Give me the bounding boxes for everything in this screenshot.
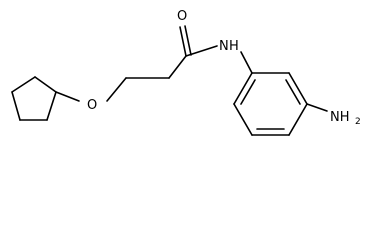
oxygen-to-ch2-bond <box>106 77 127 102</box>
ring-bond <box>11 76 36 93</box>
amide-hydrogen-label: H <box>229 39 239 54</box>
amine-group-label: NH <box>330 110 350 125</box>
ring-to-amine-bond <box>306 103 328 112</box>
ring-to-oxygen-bond <box>55 91 80 102</box>
amine-subscript-label: 2 <box>355 117 361 127</box>
ring-bond <box>11 91 21 121</box>
chemical-structure: O N H O NH 2 <box>11 9 361 136</box>
aromatic-bond <box>288 72 308 105</box>
aromatic-bond <box>233 72 253 105</box>
benzene-ring <box>233 72 308 136</box>
aromatic-bond <box>233 103 253 136</box>
amide-nitrogen-label: N <box>219 39 229 54</box>
aromatic-double-bond <box>240 79 256 105</box>
carbonyl-oxygen-label: O <box>177 9 187 24</box>
aromatic-bond <box>288 103 308 136</box>
carbonyl-double-bond-b <box>184 25 192 56</box>
carbonyl-double-bond-a <box>179 26 187 57</box>
ch2-carbonyl-bond <box>168 55 187 79</box>
ether-oxygen-label: O <box>87 98 97 113</box>
ring-bond <box>34 76 57 93</box>
ring-bond <box>46 91 57 121</box>
nitrogen-to-ring-bond <box>240 51 253 74</box>
cyclopentyl-ring <box>11 76 57 121</box>
propanamide-chain <box>55 25 253 102</box>
carbonyl-to-nitrogen-bond <box>185 45 218 57</box>
aromatic-double-bond <box>285 79 301 105</box>
